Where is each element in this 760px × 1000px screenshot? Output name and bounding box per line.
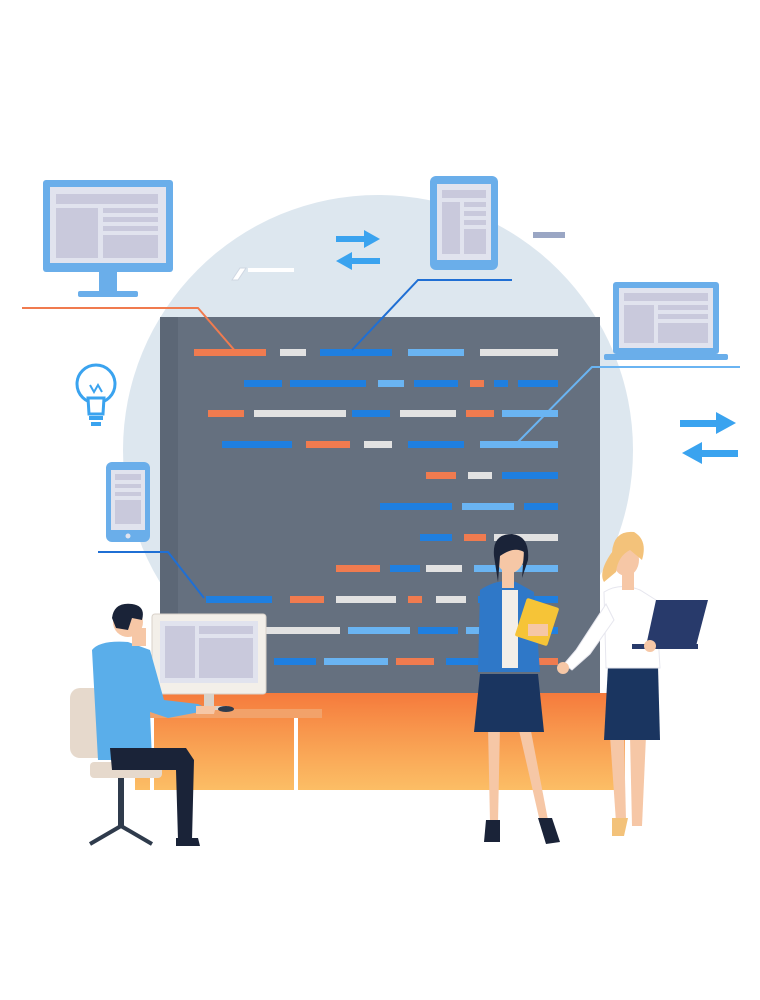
smartphone-icon: [106, 462, 150, 542]
code-line-segment: [494, 534, 558, 541]
code-line-segment: [390, 565, 420, 572]
code-line-segment: [446, 658, 506, 665]
code-line-segment: [436, 596, 466, 603]
code-line-segment: [320, 349, 392, 356]
code-line-segment: [348, 627, 410, 634]
code-line-segment: [466, 410, 494, 417]
code-line-segment: [352, 410, 390, 417]
laptop-icon: [604, 282, 728, 360]
laptop-device: [646, 600, 708, 646]
code-line-segment: [244, 380, 282, 387]
code-line-segment: [254, 410, 346, 417]
woman-with-folder: [474, 534, 560, 844]
developer-at-desk: [70, 603, 322, 846]
code-line-segment: [336, 565, 380, 572]
code-line-segment: [280, 349, 306, 356]
code-line-segment: [418, 627, 458, 634]
code-line-segment: [408, 349, 464, 356]
code-line-segment: [364, 441, 392, 448]
code-line-segment: [274, 658, 316, 665]
swap-arrows-icon: [680, 412, 738, 464]
code-line-segment: [194, 349, 266, 356]
connector-lines: [22, 279, 740, 599]
code-line-segment: [502, 472, 558, 479]
code-line-segment: [420, 534, 452, 541]
code-line-segment: [380, 503, 452, 510]
code-line-segment: [266, 627, 340, 634]
code-line-segment: [494, 380, 508, 387]
swap-arrows-icon: [336, 230, 380, 270]
code-line-segment: [396, 658, 434, 665]
code-board-shade: [160, 317, 178, 693]
code-line-segment: [400, 410, 456, 417]
code-line-segment: [324, 658, 388, 665]
code-line-segment: [518, 380, 558, 387]
connector-laptop: [517, 366, 740, 443]
code-line-segment: [408, 441, 464, 448]
code-line-segment: [462, 503, 514, 510]
code-line-segment: [426, 472, 456, 479]
connector-tablet: [351, 279, 512, 351]
code-line-segment: [290, 380, 366, 387]
code-line-segment: [414, 380, 458, 387]
code-line-segment: [480, 349, 558, 356]
code-line-segment: [502, 410, 558, 417]
connector-phone: [98, 551, 205, 599]
code-line-segment: [206, 596, 272, 603]
connector-monitor: [22, 307, 237, 353]
desktop-monitor-icon: [43, 180, 173, 297]
code-line-segment: [464, 534, 486, 541]
code-line-segment: [532, 658, 558, 665]
code-line-segment: [378, 380, 404, 387]
code-line-segment: [336, 596, 396, 603]
decor-slash: [231, 267, 247, 281]
code-line-segment: [222, 441, 292, 448]
code-line-segment: [468, 472, 492, 479]
woman-with-laptop: [557, 531, 708, 836]
code-line-segment: [290, 596, 324, 603]
code-line-segment: [524, 503, 558, 510]
code-line-segment: [470, 380, 484, 387]
code-line-segment: [306, 441, 350, 448]
code-line-segment: [408, 596, 422, 603]
desk-top: [140, 709, 322, 718]
code-line-segment: [426, 565, 462, 572]
lightbulb-icon: [75, 363, 117, 426]
code-line-segment: [208, 410, 244, 417]
decor-dash: [533, 232, 565, 238]
decor-bar: [248, 268, 294, 272]
tablet-icon: [430, 176, 498, 270]
code-line-segment: [480, 441, 558, 448]
